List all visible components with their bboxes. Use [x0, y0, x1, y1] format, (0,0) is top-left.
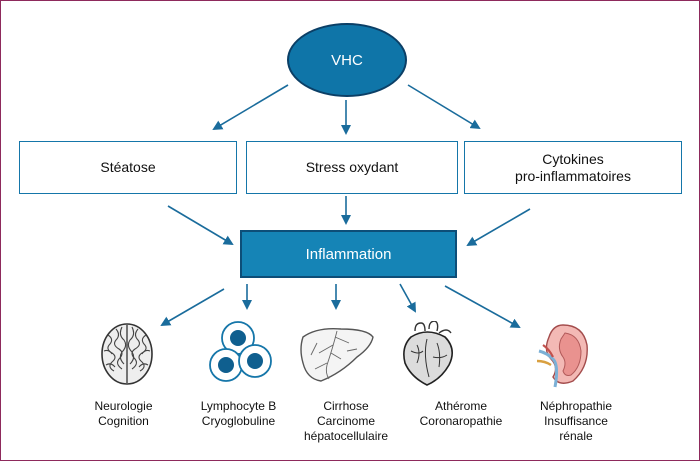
- vhc-label: VHC: [331, 51, 363, 69]
- liver-icon: [300, 327, 374, 382]
- inflammation-node: Inflammation: [240, 230, 457, 278]
- stress-oxydant-box: Stress oxydant: [246, 141, 458, 194]
- brain-icon: [101, 323, 153, 385]
- steatose-box: Stéatose: [19, 141, 237, 194]
- stress-oxydant-label: Stress oxydant: [305, 159, 399, 175]
- arrow-cytokines-to-inflammation: [466, 208, 531, 247]
- arrow-inflammation-to-neurologie: [160, 288, 225, 327]
- outcome-cirrhose-label: Cirrhose Carcinome hépatocellulaire: [303, 399, 389, 443]
- vhc-node: VHC: [287, 23, 407, 97]
- arrow-steatose-to-inflammation: [167, 205, 234, 246]
- outcome-lymphocyte-label: Lymphocyte B Cryoglobuline: [200, 399, 277, 428]
- cytokines-box: Cytokines pro-inflammatoires: [464, 141, 682, 194]
- arrow-vhc-to-cytokines: [407, 84, 481, 130]
- kidney-icon: [536, 324, 588, 388]
- arrow-inflammation-to-nephropathie: [444, 285, 521, 328]
- steatose-label: Stéatose: [100, 159, 156, 175]
- outcome-neurologie-label: Neurologie Cognition: [94, 399, 153, 428]
- inflammation-label: Inflammation: [305, 245, 392, 263]
- outcome-nephropathie-label: Néphropathie Insuffisance rénale: [539, 399, 613, 443]
- arrow-inflammation-to-atherome: [399, 283, 416, 313]
- arrow-vhc-to-steatose: [212, 84, 289, 131]
- outcome-atherome-label: Athérome Coronaropathie: [419, 399, 503, 428]
- heart-icon: [403, 321, 453, 386]
- b-lymphocyte-cells-icon: [209, 321, 272, 382]
- cytokines-label: Cytokines pro-inflammatoires: [515, 150, 631, 184]
